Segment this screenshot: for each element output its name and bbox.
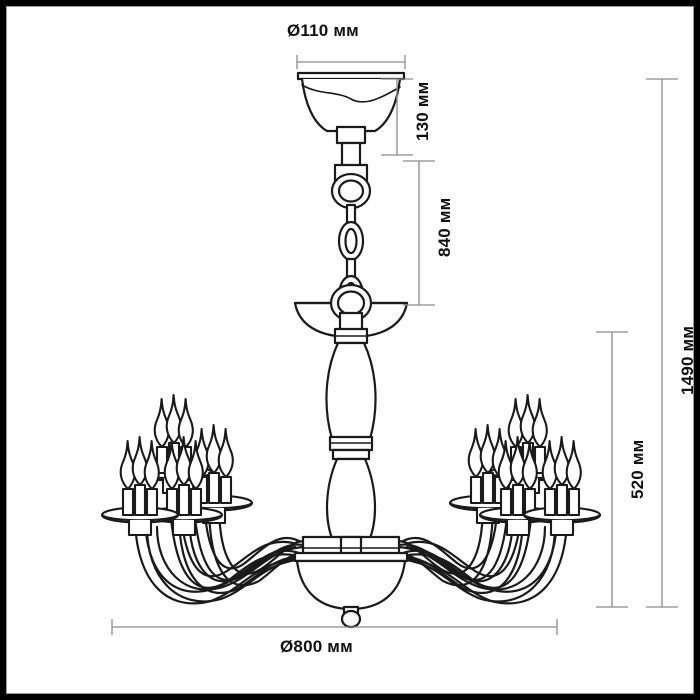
label-body-height: 520 мм	[628, 439, 647, 499]
label-total-height: 1490 мм	[678, 325, 694, 395]
chandelier-illustration	[7, 7, 693, 693]
drawing-frame: Ø110 мм 130 мм 840 мм 1490 мм 520 мм Ø80…	[6, 6, 694, 694]
label-chain-length: 840 мм	[435, 197, 454, 257]
dimension-overlay	[7, 7, 693, 693]
label-overall-diameter: Ø800 мм	[280, 637, 353, 656]
label-canopy-diameter: Ø110 мм	[287, 21, 359, 40]
label-canopy-height: 130 мм	[413, 81, 432, 141]
